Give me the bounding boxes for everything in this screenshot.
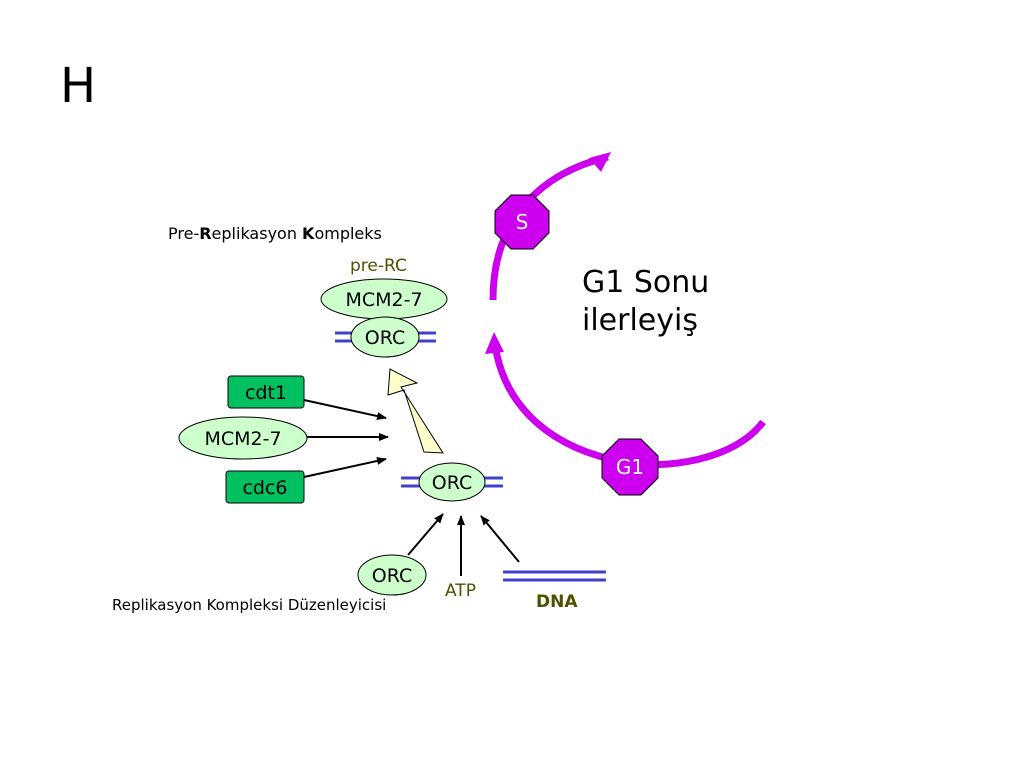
slide-title: H	[60, 58, 97, 114]
pre-rc-orc-ellipse	[350, 316, 420, 358]
g1-phase-octagon	[601, 438, 659, 496]
dna-arrow	[480, 515, 520, 563]
cycle-label-line2: ilerleyiş	[582, 303, 698, 338]
s-phase-octagon	[494, 194, 550, 250]
input-orc-label: ORC	[372, 565, 412, 587]
cdc6-arrow	[303, 457, 387, 478]
s-phase-label: S	[516, 210, 529, 234]
dna-label: DNA	[536, 592, 578, 612]
origin-orc-ellipse	[418, 462, 486, 502]
assembly-arrow	[387, 368, 444, 454]
input-orc-arrow	[407, 513, 444, 556]
cdt1-label: cdt1	[245, 382, 287, 404]
mcm-factor-label: MCM2-7	[204, 428, 281, 450]
g1-phase-label: G1	[616, 455, 644, 479]
cdt1-arrow	[303, 399, 387, 420]
cycle-label-line1: G1 Sonu	[582, 265, 710, 300]
pre-rc-name-k: K	[302, 224, 315, 243]
pre-rc-mcm-label: MCM2-7	[345, 289, 422, 311]
pre-rc-short-label: pre-RC	[350, 256, 407, 276]
atp-label: ATP	[445, 581, 476, 601]
origin-orc-label: ORC	[432, 472, 472, 494]
cdc6-box	[225, 470, 305, 504]
input-orc-ellipse	[357, 554, 427, 596]
pre-rc-name-r: R	[199, 224, 212, 243]
cdt1-box	[227, 375, 305, 409]
pre-rc-name-mid: eplikasyon	[211, 224, 303, 243]
pre-rc-orc-label: ORC	[365, 327, 405, 349]
cycle-label: G1 Sonu ilerleyiş	[582, 264, 709, 340]
pre-rc-name-suffix: ompleks	[314, 224, 382, 243]
pre-rc-full-name: Pre-Replikasyon Kompleks	[168, 224, 382, 243]
pre-rc-name-prefix: Pre-	[168, 224, 200, 243]
cycle-arc-lower-arrowhead	[485, 332, 504, 354]
regulator-label: Replikasyon Kompleksi Düzenleyicisi	[112, 596, 387, 614]
cdc6-label: cdc6	[242, 477, 287, 499]
cycle-arc-upper-arrowhead	[589, 152, 611, 172]
